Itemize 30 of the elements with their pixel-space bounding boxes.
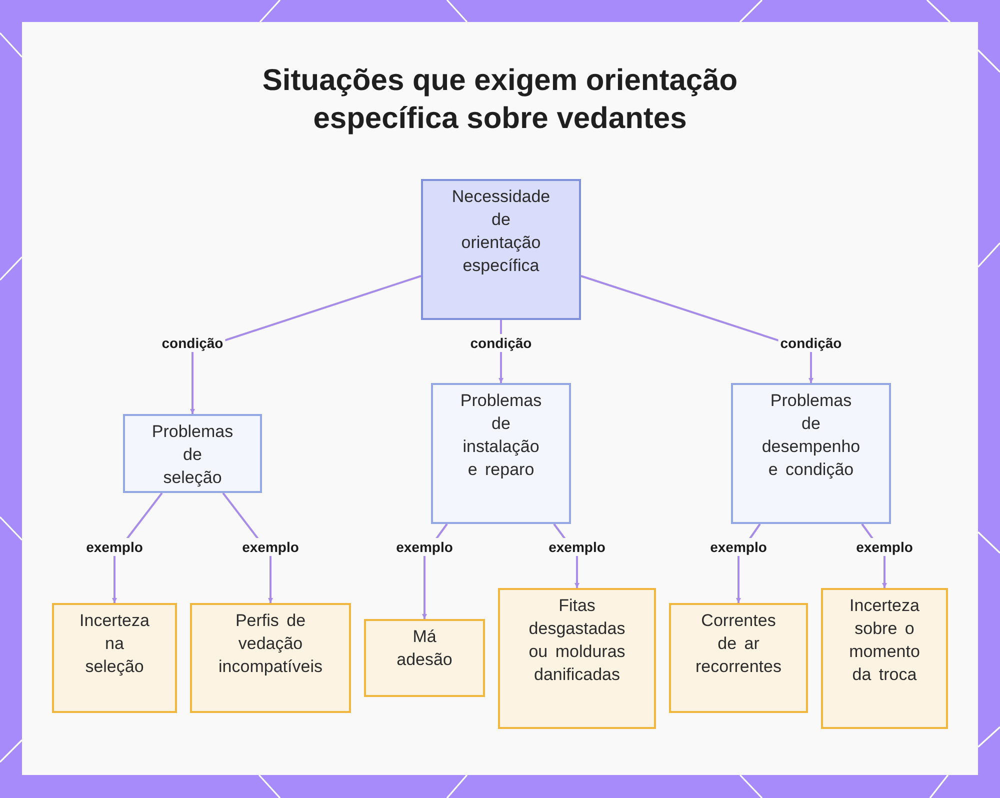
edge-label: exemplo [854, 538, 915, 556]
edge-label: condição [468, 334, 534, 352]
category-box [731, 383, 891, 524]
edge-label: exemplo [394, 538, 455, 556]
example-box [669, 603, 808, 713]
example-box [821, 588, 948, 729]
connector [190, 275, 422, 414]
node-label: Problemas de instalação e reparo [459, 390, 543, 481]
node-label: Problemas de seleção [151, 421, 234, 489]
node-label: Incerteza na seleção [78, 610, 150, 678]
node-label: Má adesão [396, 626, 454, 671]
example-box [498, 588, 656, 729]
edge-label: exemplo [240, 538, 301, 556]
node-label: Correntes de ar recorrentes [694, 610, 782, 678]
connector [580, 275, 814, 383]
title: Situações que exigem orientação específica sobre vedantes [261, 63, 739, 137]
node-label: Necessidade de orientação específica [450, 186, 552, 277]
example-box [52, 603, 177, 713]
example-box [190, 603, 351, 713]
category-box [123, 414, 262, 493]
edge-label: exemplo [546, 538, 608, 556]
example-box [364, 619, 485, 697]
node-label: Perfis de vedação incompatíveis [218, 610, 324, 678]
node-label: Incerteza sobre o momento da troca [848, 595, 921, 686]
edge-label: exemplo [708, 538, 769, 556]
root-box [421, 179, 581, 320]
edge-label: exemplo [84, 538, 145, 556]
node-label: Fitas desgastadas ou molduras danificadas [528, 595, 626, 686]
category-box [431, 383, 571, 524]
node-label: Problemas de desempenho e condição [760, 390, 862, 481]
